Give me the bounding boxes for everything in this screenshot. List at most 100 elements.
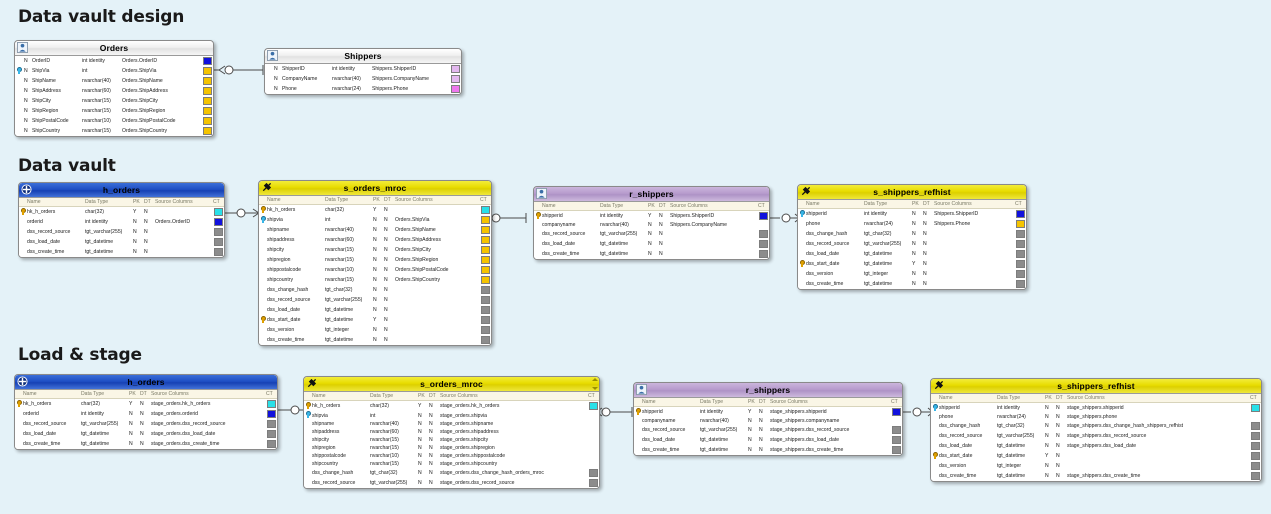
column-name: dss_record_source	[542, 231, 586, 237]
key-cell	[15, 399, 22, 410]
entity-header[interactable]: s_shippers_refhist	[798, 185, 1026, 200]
entity-scroll-arrows[interactable]	[592, 378, 598, 390]
key-cell	[15, 429, 22, 439]
entity-header[interactable]: s_orders_mroc	[259, 181, 491, 196]
entity-header[interactable]: r_shippers	[534, 187, 769, 202]
entity-header[interactable]: h_orders	[15, 375, 277, 390]
column-dt: N	[923, 241, 927, 247]
column-dt: N	[384, 307, 388, 313]
entity-header[interactable]: s_orders_mroc	[304, 377, 599, 392]
entity-header[interactable]: s_shippers_refhist	[931, 379, 1261, 394]
entity-header[interactable]: Orders	[15, 41, 213, 56]
entity-header[interactable]: Shippers	[265, 49, 461, 64]
entity-header[interactable]: r_shippers	[634, 383, 902, 398]
ct-cell	[265, 399, 277, 410]
col-head-dt: DT	[139, 390, 150, 399]
entity-header[interactable]: h_orders	[19, 183, 224, 198]
